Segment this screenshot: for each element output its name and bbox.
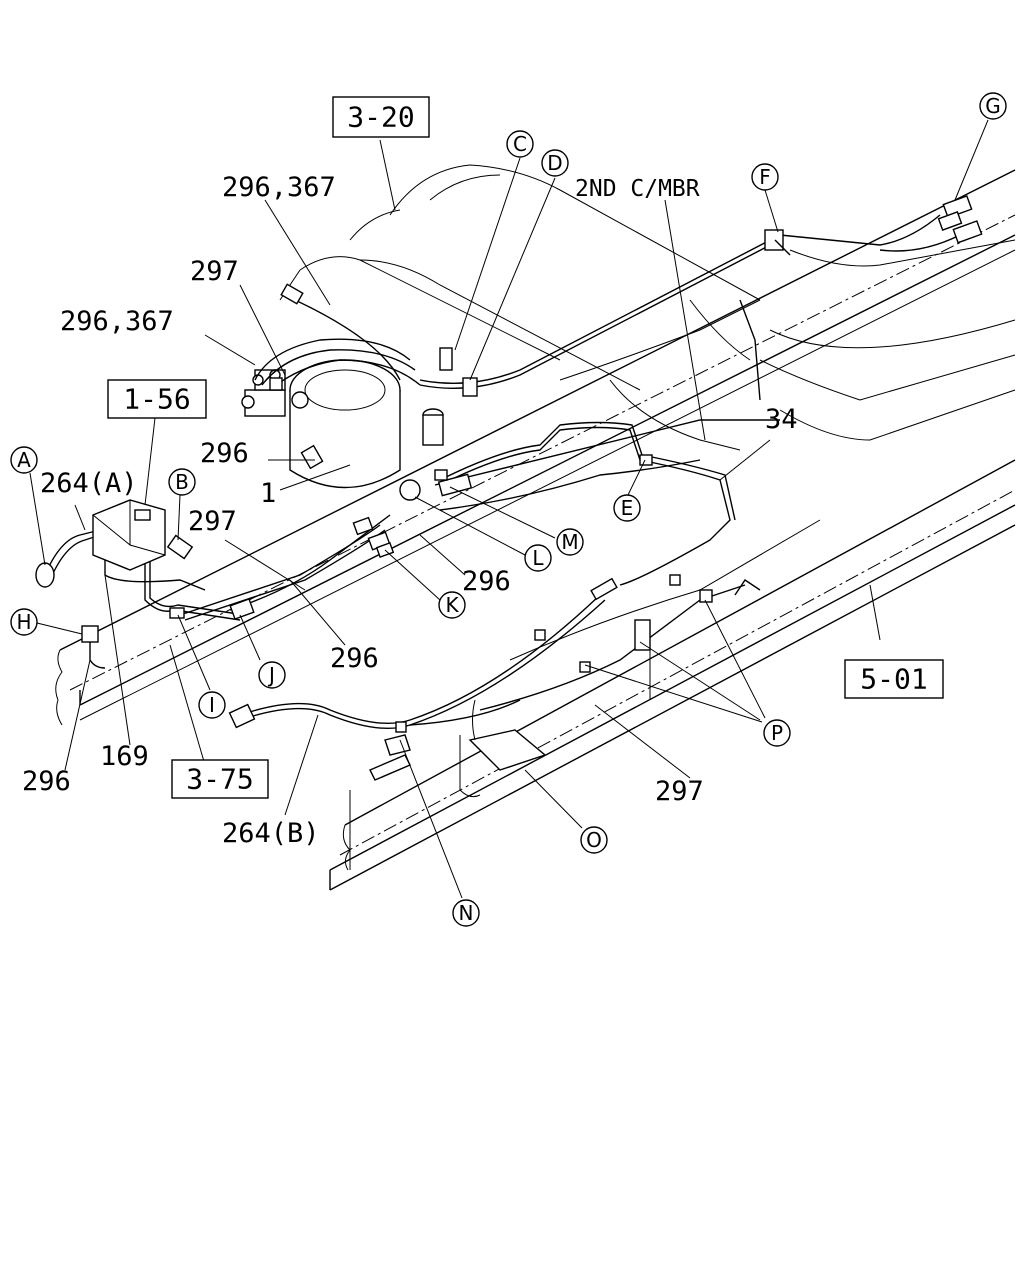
- part-label-264b: 264(B): [222, 818, 320, 849]
- callout-b: B: [168, 468, 196, 496]
- svg-text:O: O: [586, 828, 602, 852]
- part-label-296-d: 296: [22, 766, 71, 797]
- callout-a: A: [10, 446, 38, 474]
- callout-c: C: [506, 130, 534, 158]
- part-label-297-bot: 297: [655, 776, 704, 807]
- svg-text:I: I: [209, 693, 215, 717]
- part-label-1: 1: [260, 478, 276, 509]
- part-label-296-367-top: 296,367: [222, 172, 336, 203]
- callout-k: K: [438, 591, 466, 619]
- leader-lines: [29, 119, 989, 899]
- part-label-264a: 264(A): [40, 468, 138, 499]
- callouts: A B C D E F G H I J K L M N O P: [10, 92, 1007, 927]
- fittings: [35, 195, 983, 733]
- svg-text:F: F: [759, 165, 771, 189]
- svg-text:H: H: [16, 610, 31, 634]
- callout-o: O: [580, 826, 608, 854]
- part-label-296-b: 296: [462, 566, 511, 597]
- part-label-296-a: 296: [200, 438, 249, 469]
- svg-text:D: D: [547, 151, 562, 175]
- callout-g: G: [979, 92, 1007, 120]
- part-labels: 296,367 297 296,367 296 1 264(A) 297 34 …: [22, 172, 798, 849]
- reference-label: 1-56: [123, 383, 190, 416]
- callout-n: N: [452, 899, 480, 927]
- part-label-169: 169: [100, 741, 149, 772]
- svg-text:P: P: [771, 721, 783, 745]
- air-tank: [289, 359, 444, 489]
- reference-label: 3-20: [347, 101, 414, 134]
- reference-label: 5-01: [860, 663, 927, 696]
- part-label-297-mid: 297: [188, 506, 237, 537]
- part-label-34: 34: [765, 404, 798, 435]
- svg-text:G: G: [985, 94, 1001, 118]
- part-label-296-c: 296: [330, 643, 379, 674]
- svg-text:J: J: [267, 663, 275, 687]
- callout-m: M: [556, 528, 584, 556]
- callout-i: I: [198, 691, 226, 719]
- callout-p: P: [763, 719, 791, 747]
- callout-j: J: [258, 661, 286, 689]
- svg-text:N: N: [459, 901, 474, 925]
- svg-text:M: M: [561, 530, 578, 554]
- svg-text:A: A: [17, 448, 31, 472]
- reference-box-3-75: 3-75: [171, 759, 269, 799]
- part-label-297-top: 297: [190, 256, 239, 287]
- callout-d: D: [541, 149, 569, 177]
- reference-box-1-56: 1-56: [107, 379, 207, 419]
- brackets: [92, 229, 791, 781]
- callout-h: H: [10, 608, 38, 636]
- reference-label: 3-75: [186, 763, 253, 796]
- svg-text:E: E: [621, 496, 634, 520]
- reference-box-5-01: 5-01: [844, 659, 944, 699]
- reference-box-3-20: 3-20: [332, 96, 430, 138]
- svg-text:B: B: [175, 470, 189, 494]
- svg-text:C: C: [513, 132, 527, 156]
- callout-f: F: [751, 163, 779, 191]
- svg-text:L: L: [532, 546, 544, 570]
- svg-text:K: K: [445, 593, 459, 617]
- part-label-296-367-mid: 296,367: [60, 306, 174, 337]
- callout-l: L: [524, 544, 552, 572]
- pipes: [44, 214, 961, 729]
- member-label: 2ND C/MBR: [575, 176, 700, 202]
- callout-e: E: [613, 494, 641, 522]
